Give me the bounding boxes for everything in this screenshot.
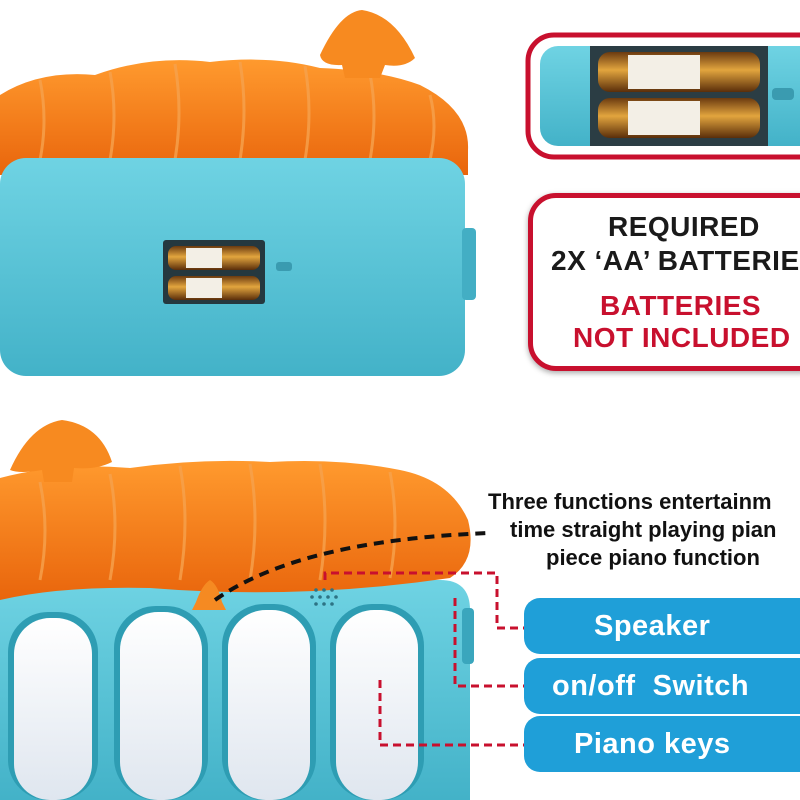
roof-front <box>0 460 471 600</box>
callout-keys-label: Piano keys <box>574 727 731 760</box>
functions-line-2: time straight playing pian <box>510 517 777 542</box>
toy-back-view <box>0 10 476 376</box>
battery-closeup <box>525 32 800 160</box>
speaker-grille <box>310 588 338 606</box>
battery-count-label: 2X ‘AA’ BATTERIE <box>551 245 800 276</box>
on-off-switch <box>462 608 474 664</box>
callout-on-off-switch: on/off Switch <box>524 658 800 714</box>
callout-piano-keys: Piano keys <box>524 716 800 772</box>
battery-notice-box <box>528 193 800 371</box>
toy-front-view <box>0 420 474 800</box>
batteries-label: BATTERIES <box>600 290 762 321</box>
callout-switch-label: on/off Switch <box>552 669 750 702</box>
functions-line-3: piece piano function <box>546 545 760 570</box>
callout-speaker-label: Speaker <box>594 609 711 642</box>
functions-line-1: Three functions entertainm <box>488 489 772 514</box>
callout-lines <box>213 531 524 747</box>
roof-back <box>0 59 469 175</box>
mushroom-chimney <box>320 10 415 78</box>
piano-keys <box>8 604 424 800</box>
callout-speaker: Speaker <box>524 598 800 654</box>
required-label: REQUIRED <box>608 211 760 242</box>
not-included-label: NOT INCLUDED <box>573 322 791 353</box>
